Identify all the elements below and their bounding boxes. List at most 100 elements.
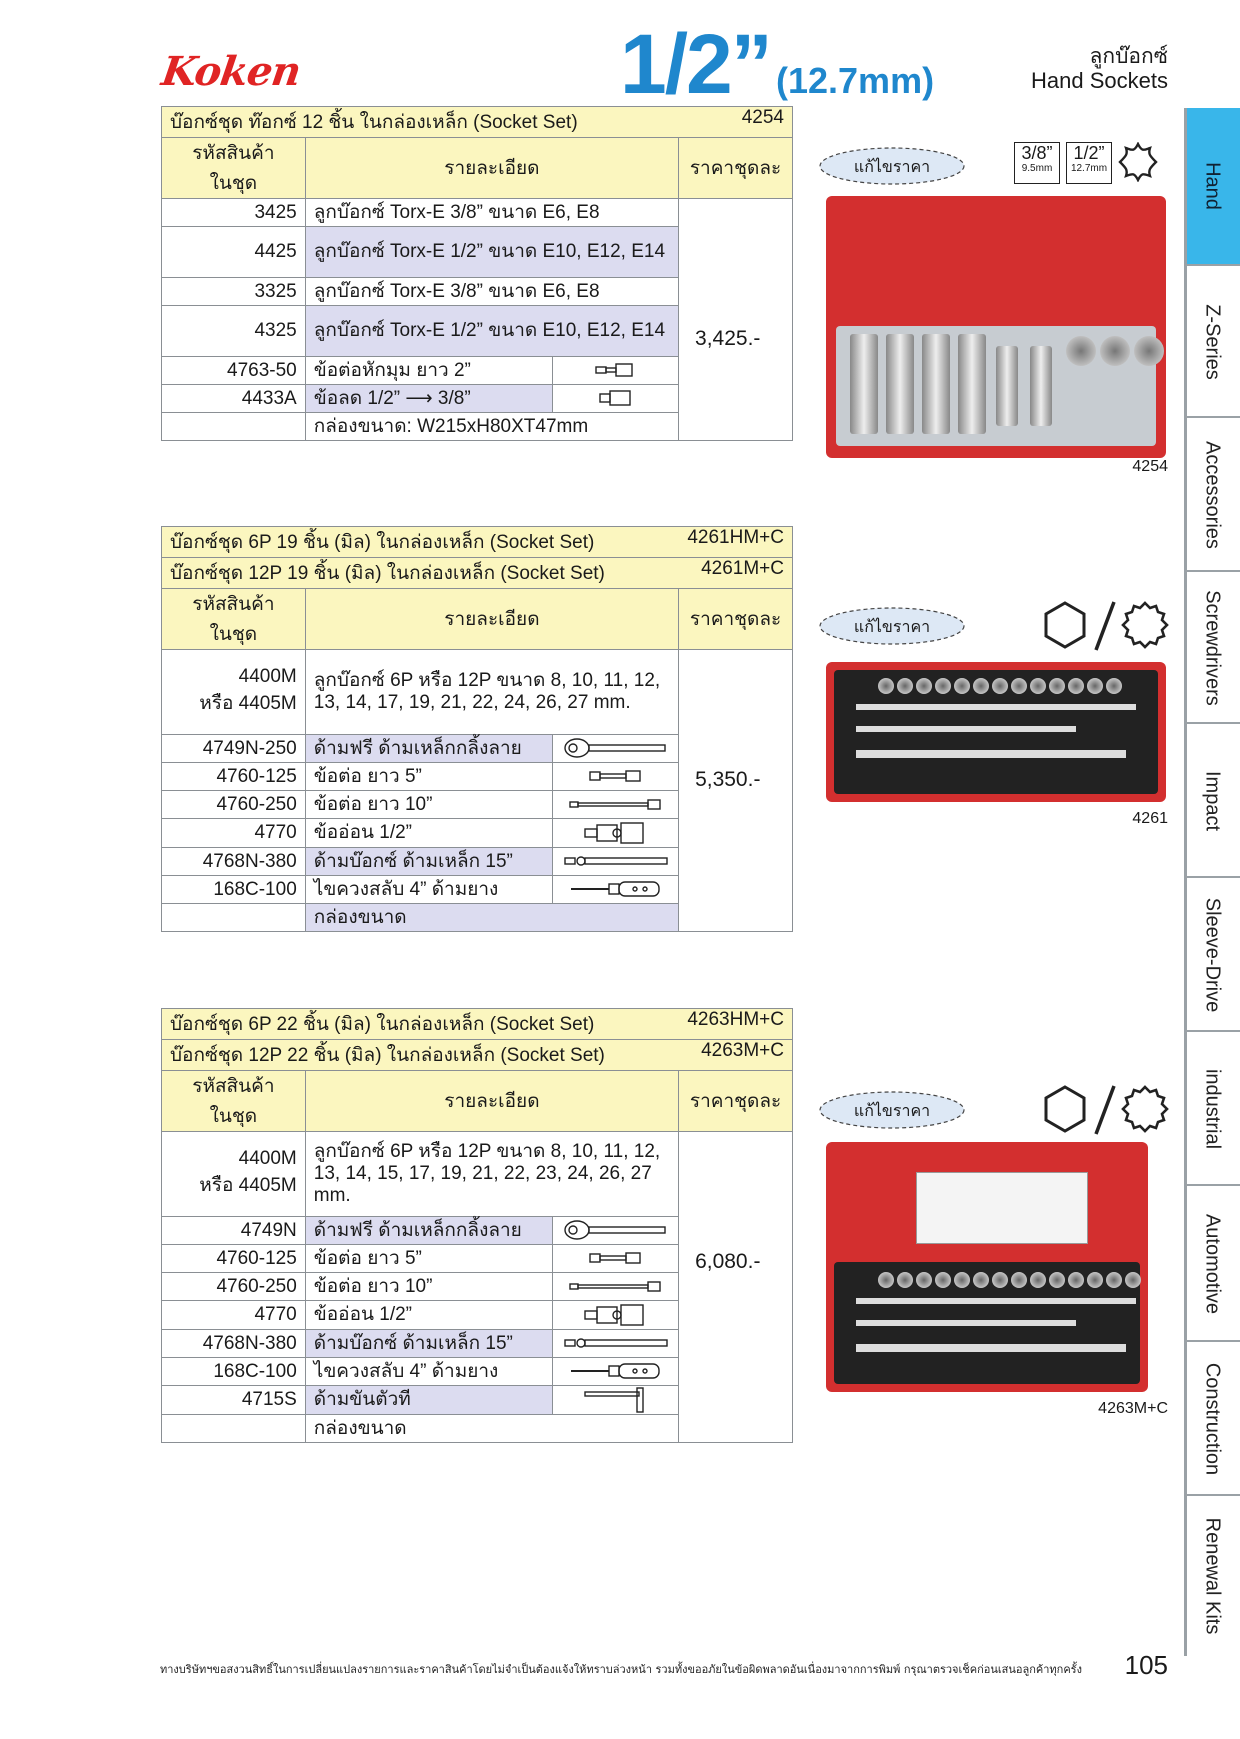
item-description: ข้อต่อ ยาว 10”: [304, 1272, 554, 1301]
column-header-price: ราคาชุดละ: [678, 1070, 793, 1132]
tbar-icon: [581, 1387, 651, 1413]
item-icon-cell: [552, 734, 680, 763]
tab-edge: [1184, 724, 1187, 878]
item-description: กล่องขนาด: [304, 1414, 680, 1443]
table-header-row: รหัสสินค้า ในชุดรายละเอียดราคาชุดละ: [161, 588, 793, 650]
tab-automotive[interactable]: Automotive: [1184, 1184, 1240, 1342]
set-title: บ๊อกซ์ชุด 12P 22 ชิ้น (มิล) ในกล่องเหล็ก…: [170, 1045, 605, 1066]
tab-screwdrivers[interactable]: Screwdrivers: [1184, 570, 1240, 724]
product-photo: [826, 196, 1166, 458]
item-code: 4760-125: [161, 1244, 306, 1273]
tab-label: Hand: [1201, 162, 1224, 210]
set-title: บ๊อกซ์ชุด 12P 19 ชิ้น (มิล) ในกล่องเหล็ก…: [170, 563, 605, 584]
item-icon-cell: [552, 790, 680, 819]
item-description: ลูกบ๊อกซ์ Torx-E 1/2” ขนาด E10, E12, E14: [304, 226, 680, 278]
item-code: 4749N-250: [161, 734, 306, 763]
set-title-cell: บ๊อกซ์ชุด ท๊อกซ์ 12 ชิ้น ในกล่องเหล็ก (S…: [161, 106, 793, 138]
product-photo-label: 4254: [1132, 458, 1168, 475]
item-code: 168C-100: [161, 875, 306, 904]
tab-accessories[interactable]: Accessories: [1184, 416, 1240, 572]
set-code: 4254: [741, 107, 784, 128]
item-code: 4400M หรือ 4405M: [161, 1131, 306, 1217]
tab-label: Renewal Kits: [1201, 1517, 1224, 1635]
drive-size-mm: (12.7mm): [776, 60, 935, 101]
item-icon-cell: [552, 1272, 680, 1301]
item-description: ไขควงสลับ 4” ด้ามยาง: [304, 1357, 554, 1386]
table-header-row: รหัสสินค้า ในชุดรายละเอียดราคาชุดละ: [161, 137, 793, 199]
item-description: ลูกบ๊อกซ์ Torx-E 3/8” ขนาด E6, E8: [304, 198, 680, 227]
revised-price-badge: แก้ไขราคา: [818, 606, 966, 646]
socket-set-table: บ๊อกซ์ชุด 6P 19 ชิ้น (มิล) ในกล่องเหล็ก …: [161, 526, 793, 932]
set-code: 4261HM+C: [687, 527, 784, 548]
column-header-price: ราคาชุดละ: [678, 137, 793, 199]
tab-sleeve-drive[interactable]: Sleeve-Drive: [1184, 876, 1240, 1032]
item-description: กล่องขนาด: W215xH80XT47mm: [304, 412, 680, 441]
item-icon-cell: [552, 1329, 680, 1358]
item-code: 4763-50: [161, 356, 306, 385]
ext-short-icon: [586, 1248, 646, 1269]
table-row: กล่องขนาด: [161, 1414, 793, 1443]
tab-z-series[interactable]: Z-Series: [1184, 264, 1240, 418]
tab-label: industrial: [1201, 1068, 1224, 1150]
product-photo-label: 4261: [1132, 810, 1168, 827]
screwdriver-icon: [569, 1361, 663, 1382]
set-title-cell: บ๊อกซ์ชุด 12P 19 ชิ้น (มิล) ในกล่องเหล็ก…: [161, 557, 793, 589]
tab-edge: [1184, 1186, 1187, 1342]
drive-size-mm-label: 12.7mm: [1070, 163, 1108, 174]
set-title-row: บ๊อกซ์ชุด 6P 19 ชิ้น (มิล) ในกล่องเหล็ก …: [161, 526, 793, 558]
set-title-row: บ๊อกซ์ชุด 12P 22 ชิ้น (มิล) ในกล่องเหล็ก…: [161, 1039, 793, 1071]
item-icon-cell: [552, 1385, 680, 1415]
tab-label: Construction: [1201, 1362, 1224, 1476]
item-code: 3325: [161, 277, 306, 306]
set-title: บ๊อกซ์ชุด ท๊อกซ์ 12 ชิ้น ในกล่องเหล็ก (S…: [170, 112, 578, 133]
drive-box-1-2: 1/2” 12.7mm: [1066, 142, 1112, 184]
item-description: ด้ามบ๊อกซ์ ด้ามเหล็ก 15”: [304, 1329, 554, 1358]
ujoint-icon: [581, 822, 651, 844]
tab-label: Automotive: [1201, 1213, 1224, 1315]
set-title-cell: บ๊อกซ์ชุด 6P 22 ชิ้น (มิล) ในกล่องเหล็ก …: [161, 1008, 793, 1040]
ujoint-icon: [581, 1304, 651, 1326]
item-icon-cell: [552, 762, 680, 791]
drive-size-label: 1/2”: [1073, 143, 1105, 163]
item-code: 4749N: [161, 1216, 306, 1245]
set-code: 4263M+C: [701, 1040, 784, 1061]
tab-edge: [1184, 108, 1187, 264]
tab-edge: [1184, 1032, 1187, 1186]
socket-set-table: บ๊อกซ์ชุด 6P 22 ชิ้น (มิล) ในกล่องเหล็ก …: [161, 1008, 793, 1443]
item-code: 4770: [161, 1300, 306, 1330]
item-description: ข้อลด 1/2” ⟶ 3/8”: [304, 384, 554, 413]
item-description: ข้ออ่อน 1/2”: [304, 1300, 554, 1330]
adapter-icon: [598, 388, 634, 409]
tab-renewal-kits[interactable]: Renewal Kits: [1184, 1494, 1240, 1656]
set-price: 5,350.-: [678, 649, 793, 932]
set-price: 3,425.-: [678, 198, 793, 441]
socket-set-table: บ๊อกซ์ชุด ท๊อกซ์ 12 ชิ้น ในกล่องเหล็ก (S…: [161, 106, 793, 441]
tab-hand[interactable]: Hand: [1184, 108, 1240, 264]
item-icon-cell: [552, 1244, 680, 1273]
spinner-icon: [561, 851, 671, 872]
tab-edge: [1184, 266, 1187, 418]
revised-price-badge: แก้ไขราคา: [818, 1090, 966, 1130]
tab-label: Screwdrivers: [1201, 590, 1224, 706]
item-icon-cell: [552, 356, 680, 385]
item-description: ไขควงสลับ 4” ด้ามยาง: [304, 875, 554, 904]
category-title-english: Hand Sockets: [1031, 68, 1168, 93]
item-icon-cell: [552, 1216, 680, 1245]
badge-text: แก้ไขราคา: [853, 1101, 931, 1120]
tab-construction[interactable]: Construction: [1184, 1340, 1240, 1496]
item-code: 4425: [161, 226, 306, 278]
item-description: ลูกบ๊อกซ์ Torx-E 3/8” ขนาด E6, E8: [304, 277, 680, 306]
tab-impact[interactable]: Impact: [1184, 722, 1240, 878]
tab-industrial[interactable]: industrial: [1184, 1030, 1240, 1186]
revised-price-badge: แก้ไขราคา: [818, 146, 966, 186]
ratchet-icon: [561, 738, 671, 759]
item-icon-cell: [552, 847, 680, 876]
item-icon-cell: [552, 818, 680, 848]
